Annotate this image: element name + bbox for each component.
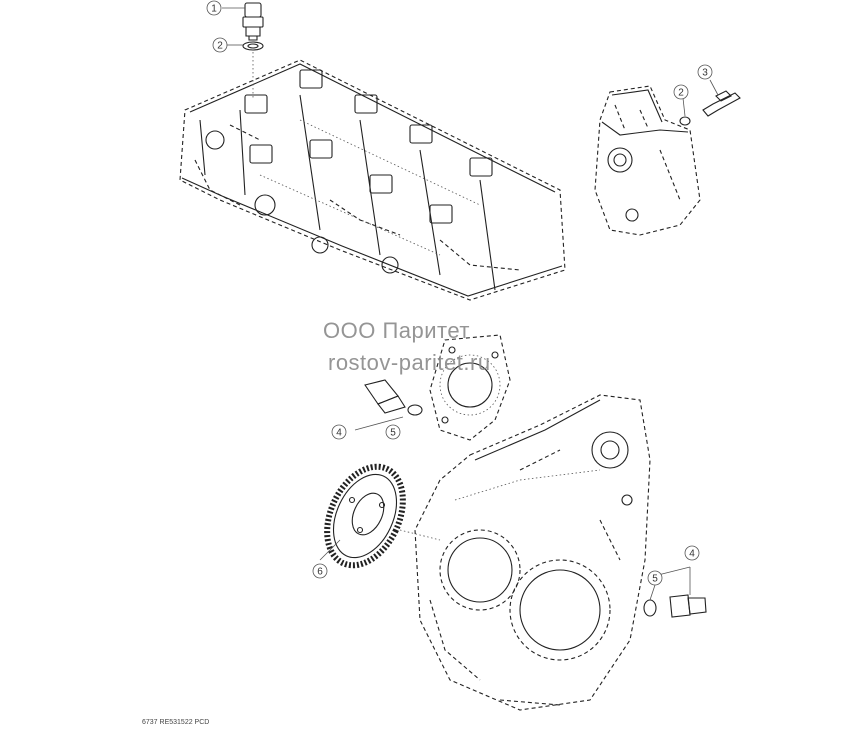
callout-2-right-label: 2 [678,88,684,99]
callout-2-top: 2 [212,37,228,53]
document-reference: 6737 RE531522 PCD [142,719,210,726]
thermostat-housing [594,85,741,236]
callout-4-right: 4 [684,545,700,561]
callout-5-mid-label: 5 [390,428,396,439]
callout-6-label: 6 [317,567,323,578]
callout-6: 6 [312,563,328,579]
cylinder-head [179,59,566,301]
callout-2-top-label: 2 [217,41,223,52]
callout-5-right-label: 5 [652,574,658,585]
callout-3-label: 3 [702,68,708,79]
callout-3: 3 [697,64,713,80]
timing-gear-cover [414,394,651,711]
callout-5-mid: 5 [385,424,401,440]
callout-2-right: 2 [673,84,689,100]
callout-5-right: 5 [647,570,663,586]
watermark-company: ООО Паритет [323,318,470,343]
speed-sensor-mid [354,379,423,431]
callout-4-right-label: 4 [689,549,695,560]
front-plate [429,334,511,441]
timing-gear [324,463,441,569]
callout-4-mid: 4 [331,424,347,440]
callout-1: 1 [206,0,222,16]
callout-1-label: 1 [211,4,217,15]
temperature-sensor-top [242,2,264,100]
watermark-url: rostov-paritet.ru [328,350,491,375]
callout-4-mid-label: 4 [336,428,342,439]
